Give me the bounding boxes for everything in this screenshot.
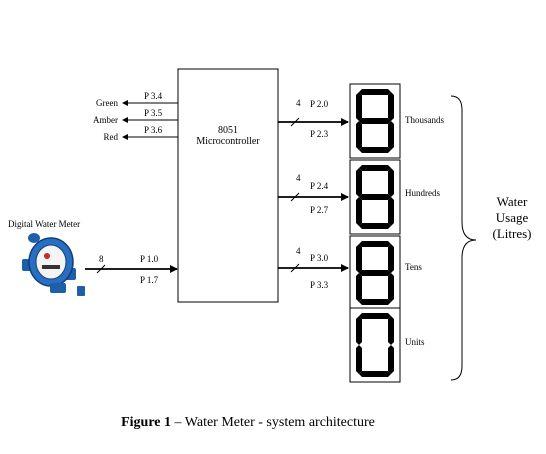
meter-port-start: P 1.0 [140,254,159,264]
segment-a [359,89,391,95]
led-amber-line: Amber P 3.5 [93,108,178,125]
segment-g [359,270,391,276]
segment-g [359,118,391,124]
led-amber-label: Amber [93,115,118,125]
segment-c [388,197,394,226]
segment-d [359,223,391,229]
display-tens-label: Tens [405,262,422,272]
segment-b [388,168,394,197]
bus-thousands-port-end: P 2.3 [310,129,329,139]
segment-c [388,345,394,374]
segment-f [356,316,362,345]
bus-tens-port-start: P 3.0 [310,253,329,263]
meter-bus-slash [96,264,106,274]
display-hundreds: Hundreds [349,159,440,235]
meter-label: Digital Water Meter [8,219,80,229]
usage-line-2: Usage [496,210,529,225]
segment-f [356,92,362,121]
display-units-label: Units [405,337,425,347]
segment-e [356,273,362,302]
segment-a [359,165,391,171]
led-green-line: Green P 3.4 [96,91,178,108]
bus-tens-width: 4 [296,246,301,256]
water-meter-image [22,233,85,296]
segment-d [359,147,391,153]
display-tens: Tens [349,235,422,311]
bus-thousands-port-start: P 2.0 [310,99,329,109]
digit-hundreds [356,165,394,229]
figure-caption-text: – Water Meter - system architecture [171,415,375,430]
figure-caption-number: Figure 1 [121,415,171,430]
segment-g [359,194,391,200]
usage-line-3: (Litres) [493,226,532,241]
usage-line-1: Water [497,194,528,209]
segment-a [359,313,391,319]
meter-bus-width: 8 [99,254,104,264]
digit-units [356,313,394,377]
microcontroller-name: 8051 [218,125,238,136]
digit-thousands [356,89,394,153]
led-amber-port: P 3.5 [144,108,163,118]
bus-tens: 4 P 3.0 P 3.3 [278,246,349,290]
display-thousands-label: Thousands [405,115,444,125]
display-units: Units [349,307,425,383]
segment-b [388,92,394,121]
segment-b [388,316,394,345]
bus-thousands: 4 P 2.0 P 2.3 [278,98,349,139]
segment-d [359,299,391,305]
bus-tens-port-end: P 3.3 [310,280,329,290]
microcontroller-label: Microcontroller [196,136,260,147]
segment-e [356,345,362,374]
segment-f [356,244,362,273]
display-thousands: Thousands [349,83,444,159]
segment-d [359,371,391,377]
segment-b [388,244,394,273]
segment-c [388,121,394,150]
meter-port-end: P 1.7 [140,275,159,285]
digit-tens [356,241,394,305]
microcontroller-box [177,68,279,303]
display-hundreds-label: Hundreds [405,188,440,198]
bus-hundreds-port-end: P 2.7 [310,205,329,215]
bus-hundreds: 4 P 2.4 P 2.7 [278,173,349,215]
segment-e [356,197,362,226]
led-red-label: Red [104,132,119,142]
segment-f [356,168,362,197]
segment-e [356,121,362,150]
segment-a [359,241,391,247]
segment-c [388,273,394,302]
usage-brace [450,95,477,381]
bus-thousands-width: 4 [296,98,301,108]
led-green-label: Green [96,98,118,108]
led-red-line: Red P 3.6 [104,125,178,142]
led-green-port: P 3.4 [144,91,163,101]
bus-hundreds-port-start: P 2.4 [310,181,329,191]
led-red-port: P 3.6 [144,125,163,135]
bus-hundreds-width: 4 [296,173,301,183]
figure-caption: Figure 1 – Water Meter - system architec… [121,415,375,430]
